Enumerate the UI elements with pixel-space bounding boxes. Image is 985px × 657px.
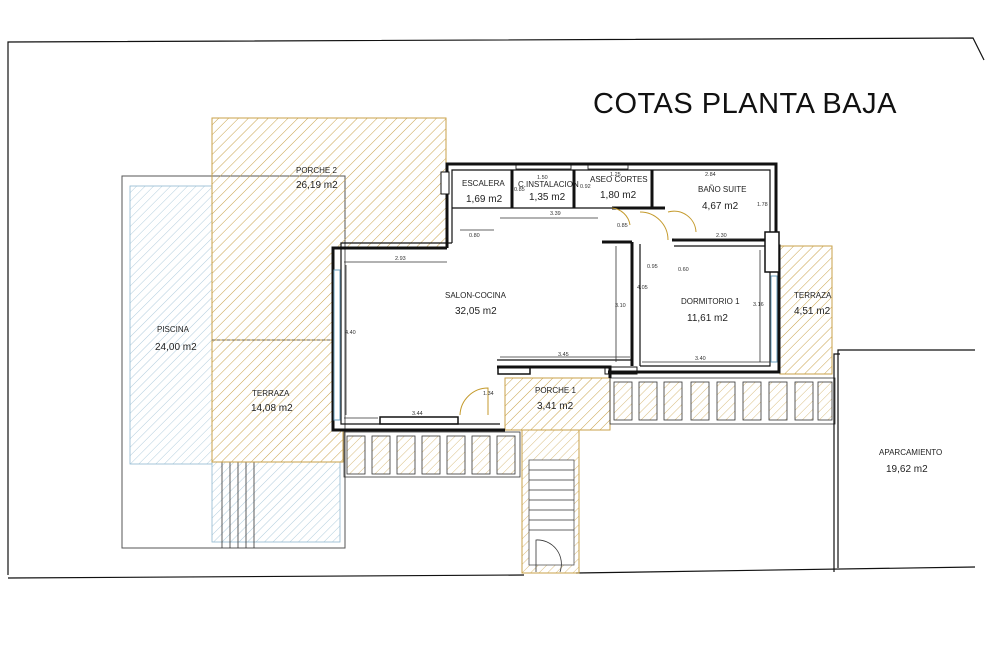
porch-2-area (211, 117, 447, 341)
dim-085a: 0.85 (514, 187, 525, 193)
aparcamiento-name: APARCAMIENTO (879, 448, 942, 457)
dim-339: 3.39 (550, 211, 561, 217)
entry-stair (521, 429, 580, 574)
instalacion-area: 1,35 m2 (529, 192, 566, 203)
porche1-area: 3,41 m2 (537, 401, 574, 412)
planters-bottom-left (343, 431, 521, 478)
dimension-labels: 1.50 0.85 1.25 0.92 2.84 3.39 1.78 0.80 … (345, 172, 768, 417)
dim-316: 3.16 (753, 302, 764, 308)
dormitorio-area: 11,61 m2 (687, 313, 728, 324)
dim-293: 2.93 (395, 256, 406, 262)
dim-150: 1.50 (537, 175, 548, 181)
escalera-name: ESCALERA (462, 179, 505, 188)
dim-134: 1.34 (483, 391, 494, 397)
dim-080: 0.80 (469, 233, 480, 239)
aseo-area: 1,80 m2 (600, 190, 637, 201)
piscina-name: PISCINA (157, 325, 190, 334)
porche2-name: PORCHE 2 (296, 166, 337, 175)
porche1-name: PORCHE 1 (535, 386, 576, 395)
dim-284: 2.84 (705, 172, 716, 178)
dim-405: 4.05 (637, 285, 648, 291)
dim-340: 3.40 (695, 356, 706, 362)
salon-area: 32,05 m2 (455, 306, 497, 317)
doors (459, 207, 697, 416)
dim-092: 0.92 (580, 184, 591, 190)
dim-345: 3.45 (558, 352, 569, 358)
porche2-area: 26,19 m2 (296, 180, 338, 191)
dimension-lines (344, 217, 770, 419)
dim-230: 2.30 (716, 233, 727, 239)
terraza-left-area: 14,08 m2 (251, 403, 293, 414)
dim-310: 3.10 (615, 303, 626, 309)
escalera-area: 1,69 m2 (466, 194, 503, 205)
dim-440: 4.40 (345, 330, 356, 336)
dim-178: 1.78 (757, 202, 768, 208)
dim-125: 1.25 (610, 172, 621, 178)
dormitorio-name: DORMITORIO 1 (681, 297, 740, 306)
terrace-right-area (779, 245, 833, 375)
parking-area (833, 349, 975, 572)
piscina-area: 24,00 m2 (155, 342, 197, 353)
dim-344: 3.44 (412, 411, 423, 417)
terraza-right-area: 4,51 m2 (794, 306, 831, 317)
salon-name: SALON-COCINA (445, 291, 507, 300)
dim-060: 0.60 (678, 267, 689, 273)
dim-085b: 0.85 (617, 223, 628, 229)
bano-area: 4,67 m2 (702, 201, 739, 212)
plot-boundary (7, 37, 985, 579)
terraza-right-name: TERRAZA (794, 291, 832, 300)
terraza-left-name: TERRAZA (252, 389, 290, 398)
porch-1-area (504, 377, 611, 431)
dim-095: 0.95 (647, 264, 658, 270)
plan-title: COTAS PLANTA BAJA (593, 88, 897, 120)
windows (333, 163, 778, 425)
terrace-left-area (211, 339, 344, 463)
planters-bottom-right (609, 377, 836, 425)
bano-name: BAÑO SUITE (698, 185, 746, 194)
aseo-name: ASEO CORTES (590, 175, 648, 184)
instalacion-name: C.INSTALACION (518, 180, 579, 189)
aparcamiento-area: 19,62 m2 (886, 464, 928, 475)
